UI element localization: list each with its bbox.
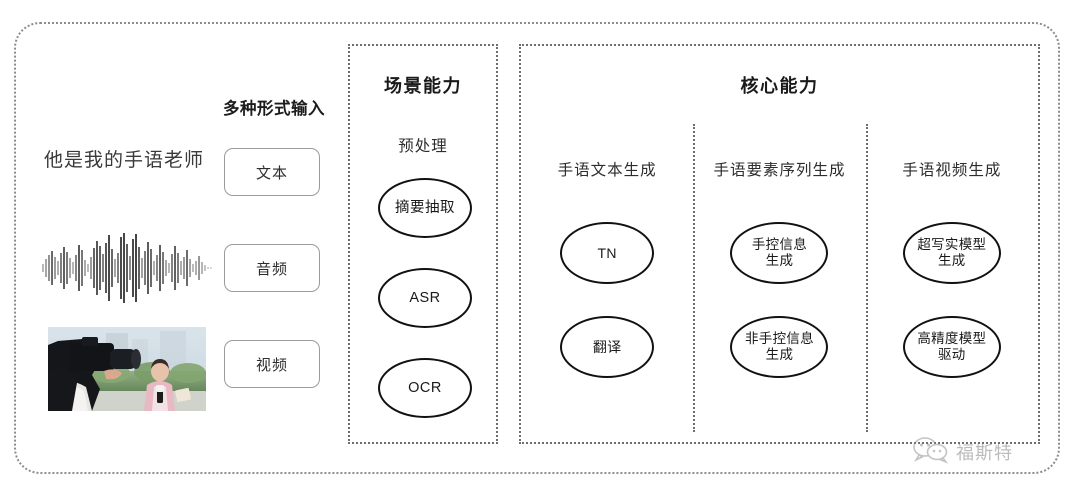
core-node-hyperrealistic-model-generation[interactable]: 超写实模型生成 <box>902 222 1001 284</box>
modality-label-video: 视频 <box>255 356 288 374</box>
core-capability-panel: 核心能力 手语文本生成 TN 翻译 手语要素序列生成 手控信息生成 非手控信息生… <box>519 44 1040 444</box>
watermark-text: 福斯特 <box>956 443 1013 463</box>
core-node-label: 手控信息生成 <box>751 237 808 268</box>
scene-node-summary-extraction[interactable]: 摘要抽取 <box>378 178 472 238</box>
core-panel-title: 核心能力 <box>740 76 819 96</box>
scene-node-ocr[interactable]: OCR <box>378 358 472 418</box>
core-node-non-manual-info-generation[interactable]: 非手控信息生成 <box>730 316 829 378</box>
scene-capability-panel: 场景能力 预处理 摘要抽取 ASR OCR <box>348 44 498 444</box>
input-section: 多种形式输入 他是我的手语老师 <box>34 95 334 425</box>
scene-node-label: ASR <box>409 289 441 306</box>
core-column-sign-text-generation: 手语文本生成 TN 翻译 <box>521 118 693 446</box>
sample-sentence-text: 他是我的手语老师 <box>43 150 204 171</box>
modality-box-text[interactable]: 文本 <box>224 148 320 196</box>
modality-label-audio: 音频 <box>255 260 288 278</box>
core-node-manual-info-generation[interactable]: 手控信息生成 <box>730 222 829 284</box>
core-node-label: TN <box>597 244 617 261</box>
core-column-sign-video-generation: 手语视频生成 超写实模型生成 高精度模型驱动 <box>865 118 1038 446</box>
core-column-label: 手语文本生成 <box>557 162 657 179</box>
scene-panel-title: 场景能力 <box>384 76 462 96</box>
core-node-high-precision-model-drive[interactable]: 高精度模型驱动 <box>902 316 1001 378</box>
modality-box-audio[interactable]: 音频 <box>224 244 320 292</box>
core-node-label: 翻译 <box>592 338 622 355</box>
scene-node-label: 摘要抽取 <box>395 199 455 216</box>
core-node-tn[interactable]: TN <box>560 222 655 284</box>
watermark: 福斯特 <box>912 432 1062 472</box>
scene-node-label: OCR <box>408 379 442 396</box>
multi-input-header-label: 多种形式输入 <box>223 100 325 118</box>
core-node-label: 非手控信息生成 <box>744 331 814 362</box>
core-node-label: 高精度模型驱动 <box>917 331 987 362</box>
core-columns: 手语文本生成 TN 翻译 手语要素序列生成 手控信息生成 非手控信息生成 手语视… <box>521 118 1038 446</box>
core-column-label: 手语要素序列生成 <box>713 162 846 179</box>
scene-group-label-preprocess: 预处理 <box>398 138 448 155</box>
core-column-label: 手语视频生成 <box>902 162 1002 179</box>
audio-waveform-icon <box>38 231 214 305</box>
core-column-sign-element-sequence-generation: 手语要素序列生成 手控信息生成 非手控信息生成 <box>693 118 865 446</box>
modality-label-text: 文本 <box>255 164 288 182</box>
wechat-logo-icon <box>912 436 950 469</box>
modality-box-video[interactable]: 视频 <box>224 340 320 388</box>
scene-node-asr[interactable]: ASR <box>378 268 472 328</box>
core-node-label: 超写实模型生成 <box>917 237 987 268</box>
diagram-outer-frame <box>14 22 1060 474</box>
core-node-translation[interactable]: 翻译 <box>560 316 655 378</box>
video-thumbnail-icon <box>48 327 206 411</box>
